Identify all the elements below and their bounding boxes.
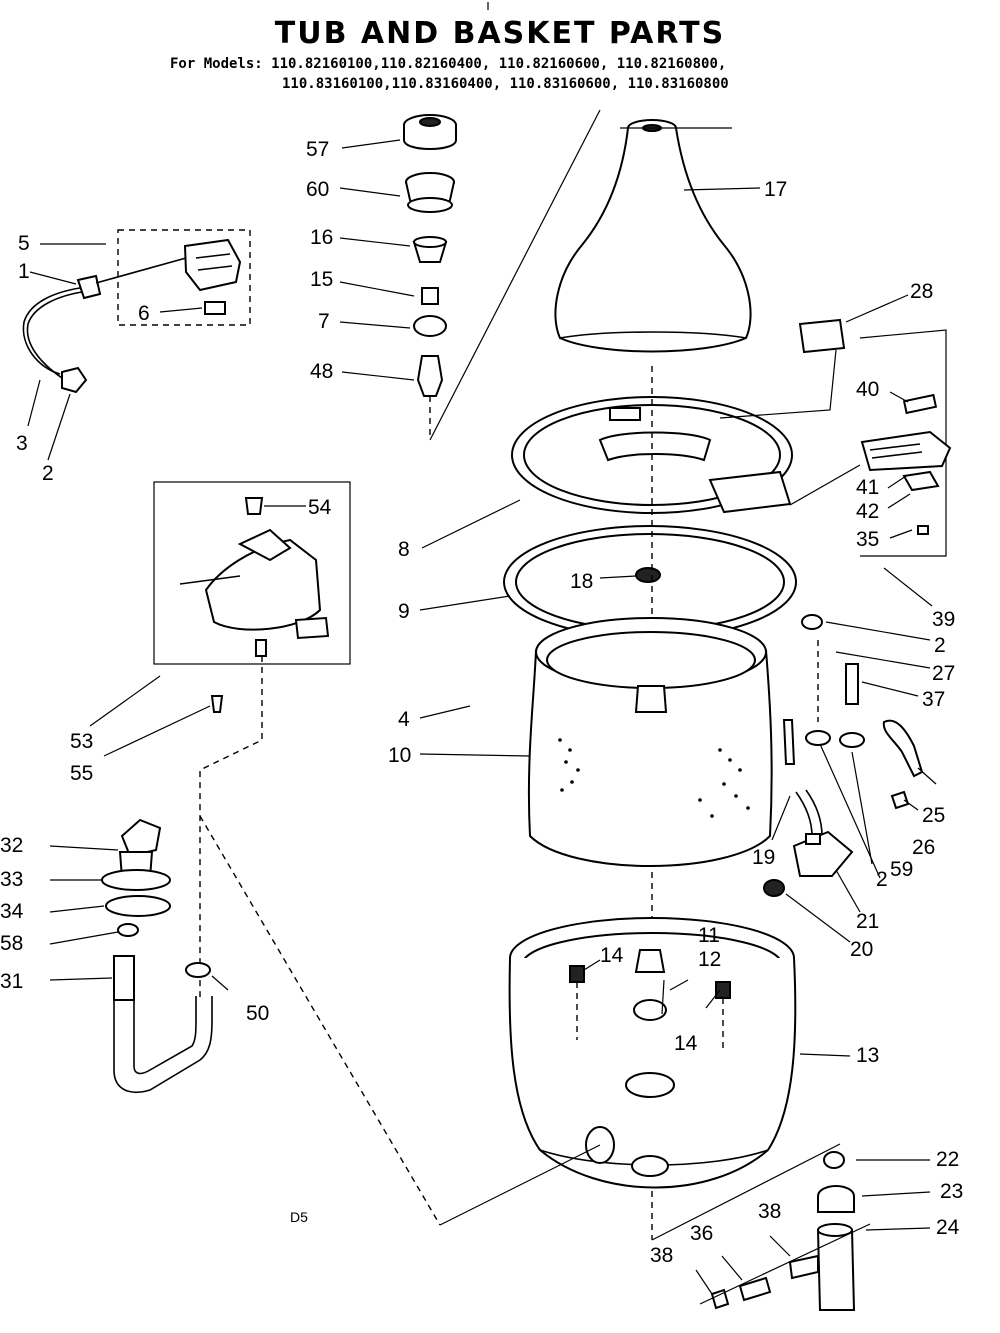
callout-53: 53 xyxy=(70,730,93,753)
tub-bolts xyxy=(569,949,731,1050)
callout-28: 28 xyxy=(910,280,933,303)
model-list-line-1: For Models: 110.82160100,110.82160400, 1… xyxy=(170,56,727,72)
callout-15: 15 xyxy=(310,268,333,291)
callout-38-lower: 38 xyxy=(650,1244,673,1267)
callout-24: 24 xyxy=(936,1216,960,1239)
callout-21: 21 xyxy=(856,910,879,933)
callout-11: 11 xyxy=(698,924,720,947)
callout-25: 25 xyxy=(922,804,945,827)
callout-55: 55 xyxy=(70,762,93,785)
callout-2-upper: 2 xyxy=(934,634,946,657)
callout-22: 22 xyxy=(936,1148,959,1171)
callout-10: 10 xyxy=(388,744,411,767)
drain-fittings xyxy=(651,1143,871,1311)
callout-17: 17 xyxy=(764,178,787,201)
diagram-title: TUB AND BASKET PARTS xyxy=(274,16,726,51)
callout-40: 40 xyxy=(856,378,879,401)
callout-5: 5 xyxy=(18,232,30,255)
callout-16: 16 xyxy=(310,226,333,249)
callout-60: 60 xyxy=(306,178,329,201)
dispenser-assembly xyxy=(719,318,952,557)
callout-54: 54 xyxy=(308,496,332,519)
callout-12: 12 xyxy=(698,948,721,971)
callout-6: 6 xyxy=(138,302,150,325)
callout-23: 23 xyxy=(940,1180,963,1203)
outer-tub xyxy=(508,917,797,1189)
callout-14-right: 14 xyxy=(674,1032,698,1055)
page-marker: D5 xyxy=(290,1209,308,1225)
agitator xyxy=(429,109,752,441)
callout-35: 35 xyxy=(856,528,879,551)
callout-2-lower: 2 xyxy=(876,868,888,891)
callout-31: 31 xyxy=(0,970,23,993)
callout-39: 39 xyxy=(932,608,955,631)
callout-13: 13 xyxy=(856,1044,879,1067)
callout-32: 32 xyxy=(0,834,23,857)
callout-7: 7 xyxy=(318,310,330,333)
callout-42: 42 xyxy=(856,500,879,523)
callout-27: 27 xyxy=(932,662,955,685)
callout-1: 1 xyxy=(18,260,30,283)
callout-9: 9 xyxy=(398,600,410,623)
callout-57: 57 xyxy=(306,138,329,161)
model-list-line-2: 110.83160100,110.83160400, 110.83160600,… xyxy=(282,76,729,92)
callout-18: 18 xyxy=(570,570,593,593)
hose-and-valve-parts xyxy=(763,614,924,897)
pressure-switch-assembly xyxy=(22,229,251,394)
callout-59: 59 xyxy=(890,858,913,881)
callout-26: 26 xyxy=(912,836,935,859)
callout-36: 36 xyxy=(690,1222,713,1245)
callout-20: 20 xyxy=(850,938,873,961)
transmission-assembly xyxy=(153,481,351,1000)
leader-lines xyxy=(27,139,937,1295)
agitator-cap-stack xyxy=(403,114,457,440)
callout-14-left: 14 xyxy=(600,944,624,967)
callout-3: 3 xyxy=(16,432,28,455)
callout-38-upper: 38 xyxy=(758,1200,781,1223)
wash-basket xyxy=(527,617,773,867)
callout-48: 48 xyxy=(310,360,333,383)
callout-37: 37 xyxy=(922,688,945,711)
callout-41: 41 xyxy=(856,476,879,499)
callout-33: 33 xyxy=(0,868,23,891)
callout-2-left: 2 xyxy=(42,462,54,485)
callout-50: 50 xyxy=(246,1002,269,1025)
callout-34: 34 xyxy=(0,900,24,923)
callout-4: 4 xyxy=(398,708,410,731)
callout-19: 19 xyxy=(752,846,775,869)
pump-and-drain-hose xyxy=(101,815,601,1226)
tub-cover xyxy=(503,525,797,639)
callout-58: 58 xyxy=(0,932,23,955)
callout-numbers: 57 60 16 15 7 48 17 28 40 41 42 35 39 2 … xyxy=(0,138,963,1267)
callout-8: 8 xyxy=(398,538,410,561)
